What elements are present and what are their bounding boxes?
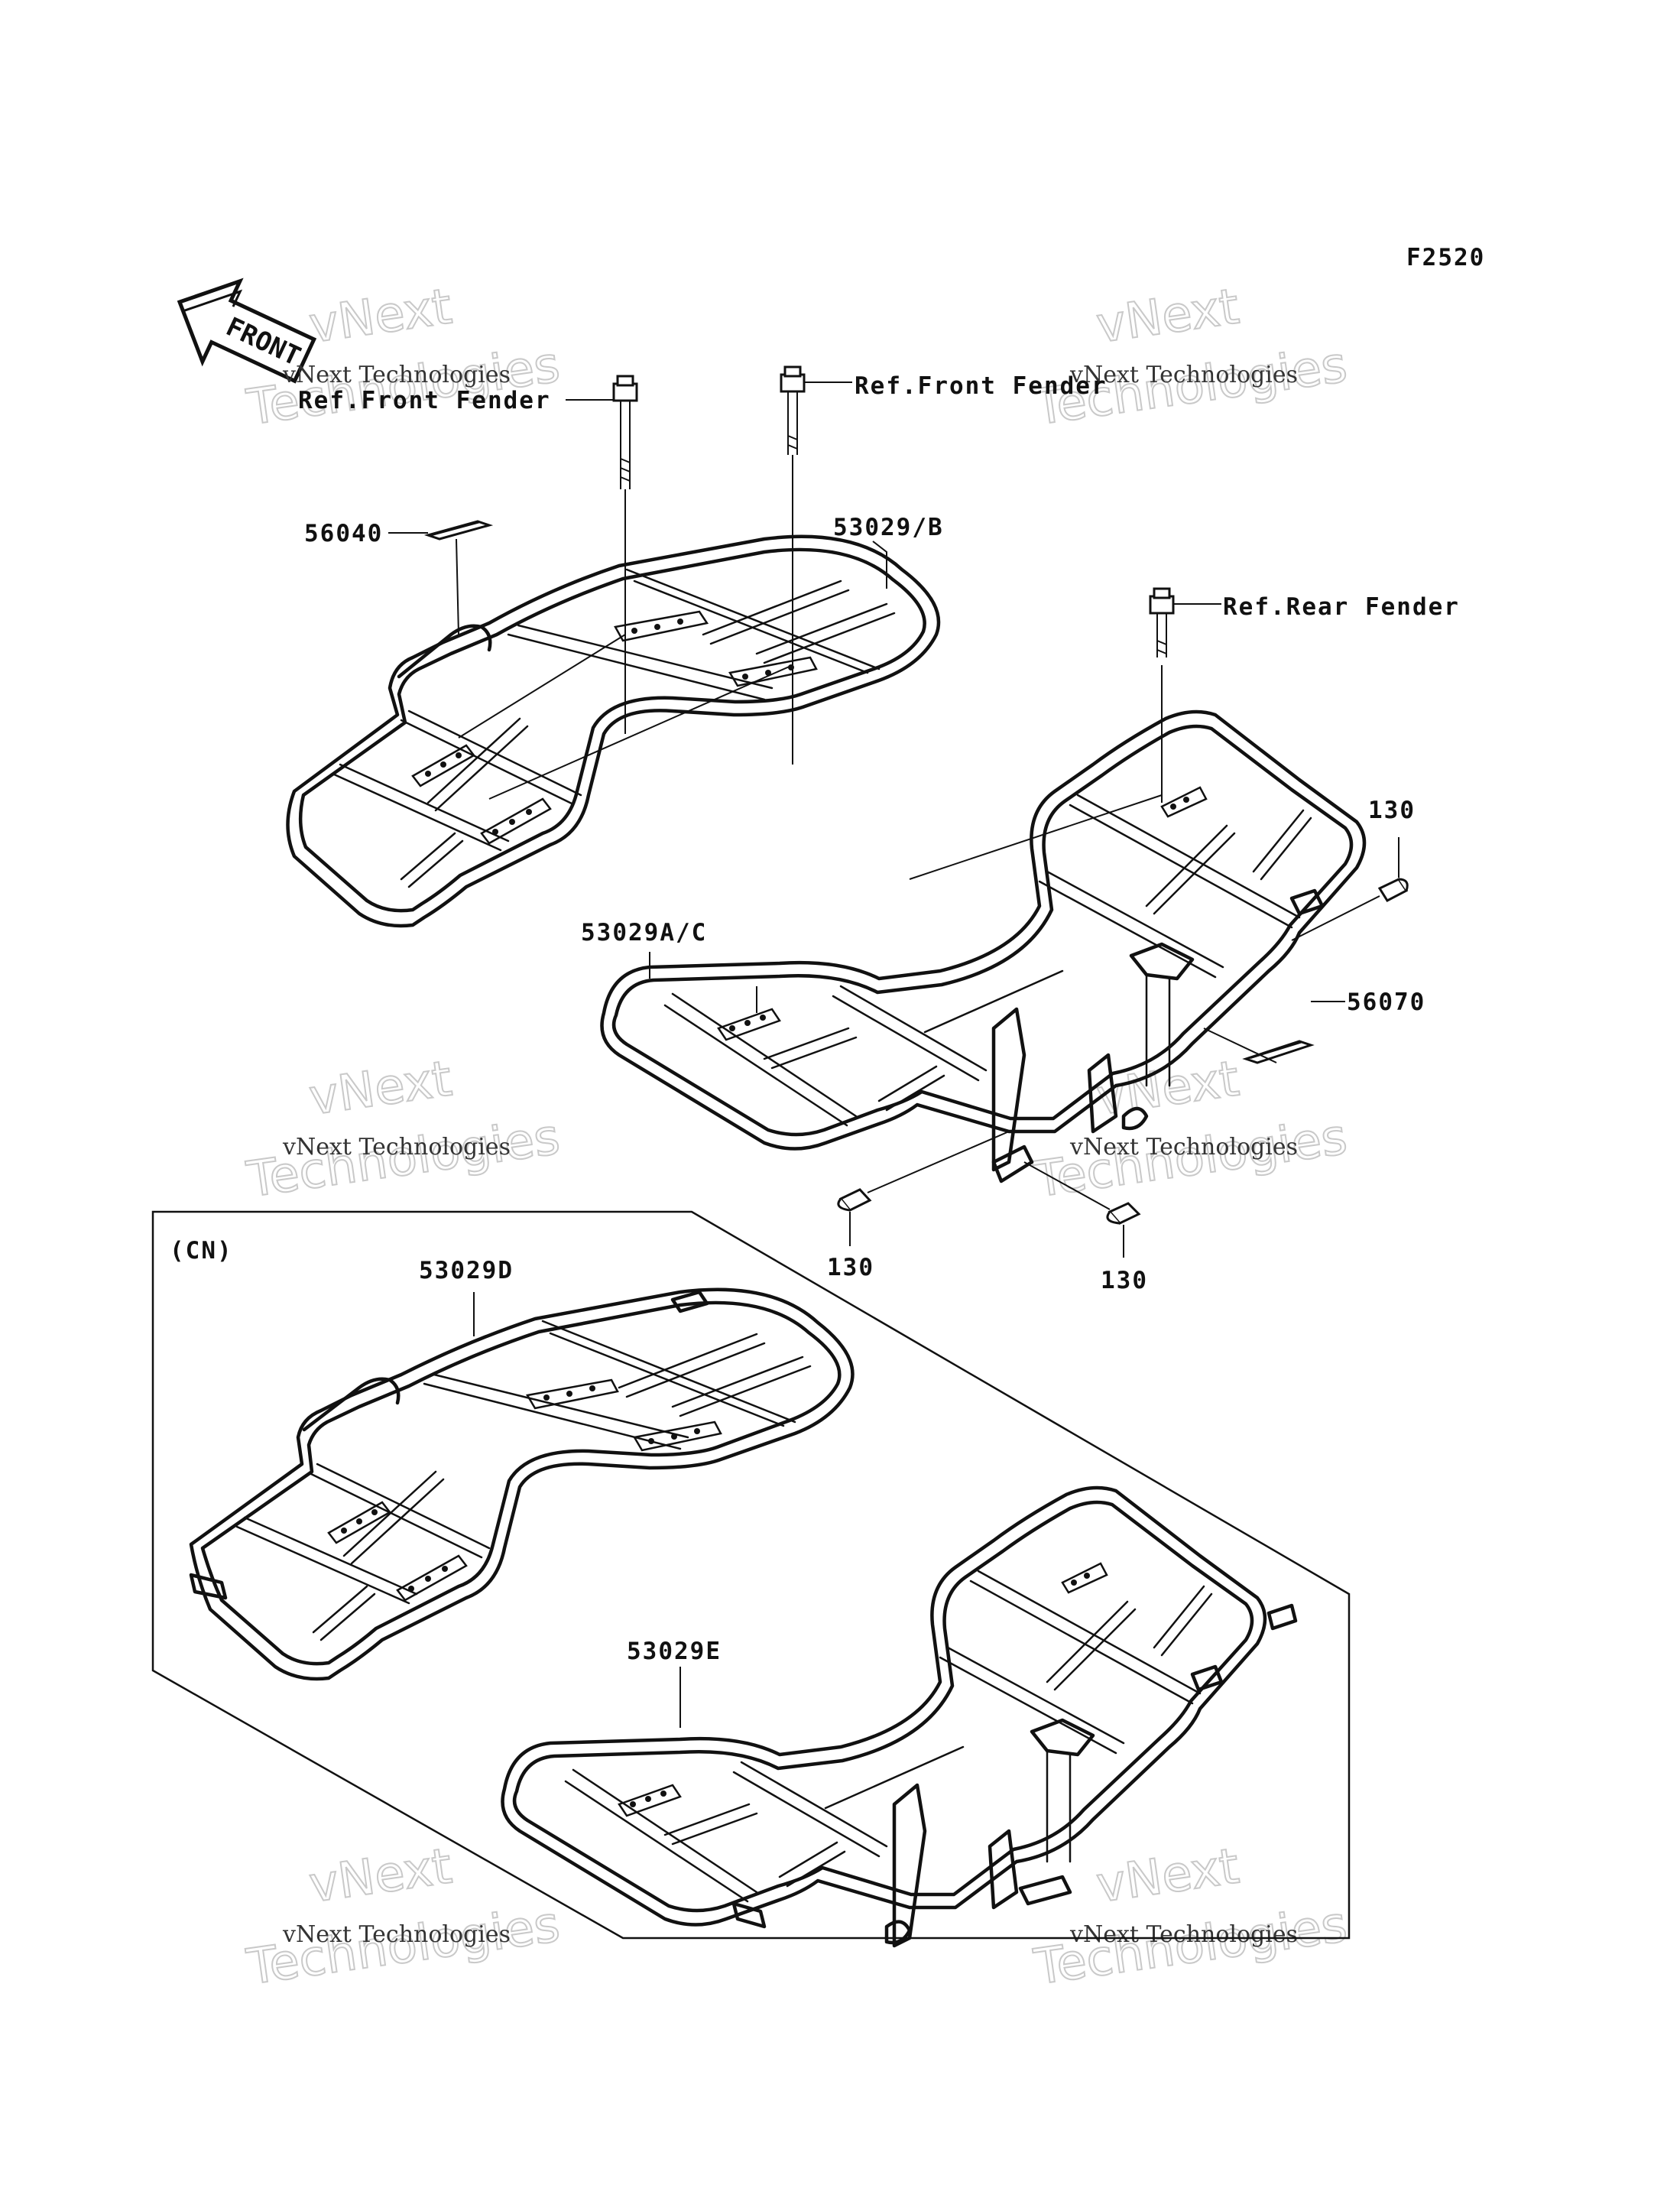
- svg-text:vNext: vNext: [1093, 1838, 1242, 1914]
- part-56070-label: 56070: [1347, 989, 1425, 1016]
- svg-text:vNext: vNext: [306, 1050, 455, 1126]
- watermark-top-right: vNext Technologies vNext Technologies: [1030, 278, 1351, 437]
- watermark-bottom-left: vNext Technologies vNext Technologies: [242, 1837, 563, 1997]
- ref-rear-fender-label: Ref.Rear Fender: [1223, 593, 1460, 621]
- svg-text:vNext Technologies: vNext Technologies: [1069, 1921, 1298, 1948]
- svg-text:vNext: vNext: [306, 1838, 455, 1914]
- watermark-mid-right: vNext Technologies vNext Technologies: [1030, 1050, 1351, 1209]
- part-56040-label: 56040: [304, 520, 383, 547]
- svg-text:vNext: vNext: [1093, 278, 1242, 354]
- part-130-bottom-left-label: 130: [827, 1254, 874, 1281]
- ref-front-fender-label-left: Ref.Front Fender: [298, 387, 551, 414]
- svg-text:vNext: vNext: [306, 278, 455, 354]
- part-53029AC-label: 53029A/C: [581, 919, 707, 946]
- part-53029D-label: 53029D: [419, 1257, 514, 1284]
- svg-text:vNext Technologies: vNext Technologies: [1069, 362, 1298, 388]
- part-53029B-label: 53029/B: [833, 514, 944, 541]
- svg-text:vNext Technologies: vNext Technologies: [282, 1134, 511, 1161]
- svg-text:vNext Technologies: vNext Technologies: [282, 362, 511, 388]
- front-carrier-53029D: [189, 1287, 855, 1681]
- bolt-130-bottom-left-icon: [837, 1131, 1010, 1246]
- svg-text:vNext Technologies: vNext Technologies: [1069, 1134, 1298, 1161]
- bolt-front-left-icon: [612, 375, 638, 734]
- cn-section-label: (CN): [170, 1237, 233, 1265]
- sticker-56070-icon: [1242, 1040, 1315, 1064]
- bolt-front-right-icon: [780, 365, 806, 765]
- part-53029E-label: 53029E: [627, 1638, 722, 1665]
- bolt-130-right-icon: [1291, 837, 1409, 941]
- part-130-right-label: 130: [1368, 797, 1416, 824]
- watermark-mid-left: vNext Technologies vNext Technologies: [242, 1050, 563, 1209]
- cn-section-frame: [151, 1210, 1351, 1940]
- rear-carrier-53029E: [501, 1485, 1298, 1948]
- figure-code: F2520: [1406, 244, 1485, 271]
- bolt-130-bottom-right-icon: [1023, 1161, 1141, 1258]
- part-130-bottom-right-label: 130: [1101, 1267, 1148, 1294]
- ref-front-fender-label-right: Ref.Front Fender: [855, 372, 1108, 400]
- front-carrier-53029B: [286, 534, 941, 928]
- sticker-56040-icon: [423, 520, 494, 541]
- bolt-rear-icon: [1149, 587, 1175, 803]
- svg-text:vNext Technologies: vNext Technologies: [282, 1921, 511, 1948]
- rear-carrier-53029AC: [600, 709, 1367, 1183]
